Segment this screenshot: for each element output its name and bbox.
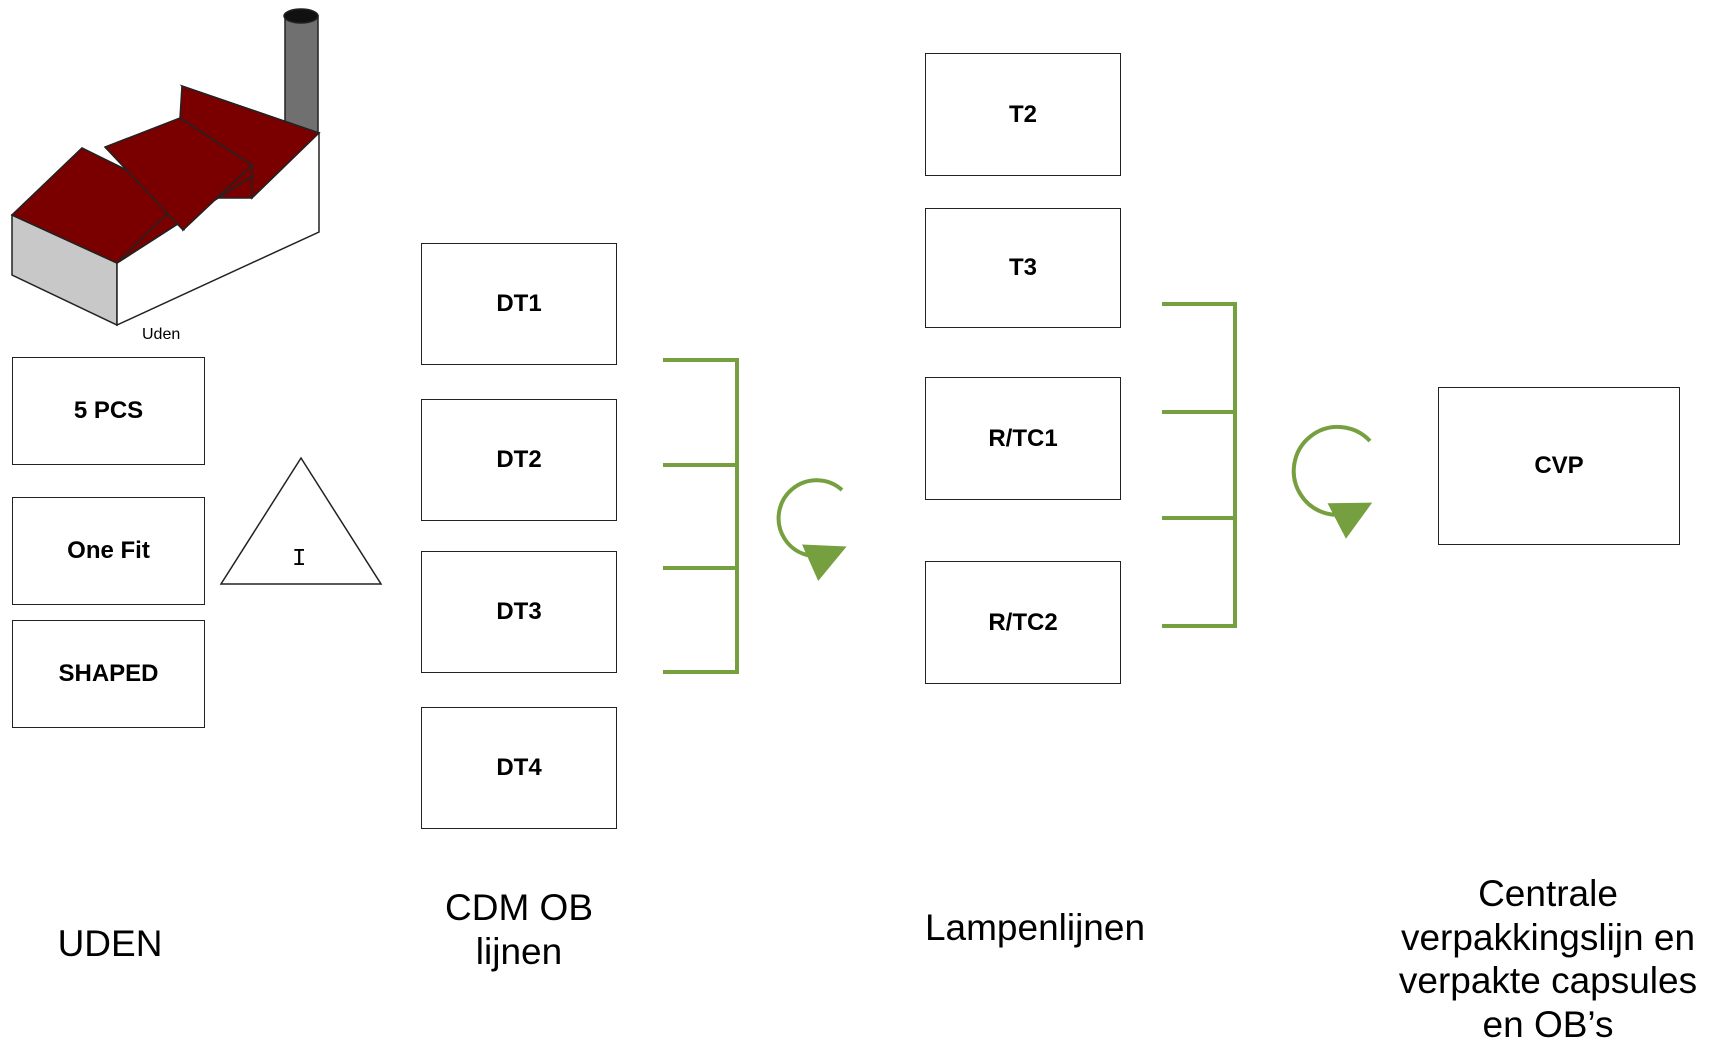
lamp-box-t2: T2 [925, 53, 1121, 176]
factory-label: Uden [142, 326, 180, 344]
caption-central: Centrale verpakkingslijn en verpakte cap… [1378, 872, 1718, 1047]
product-box-onefit: One Fit [12, 497, 205, 605]
product-box-shaped: SHAPED [12, 620, 205, 728]
caption-cdm: CDM OB lijnen [419, 886, 619, 973]
line-box-dt4: DT4 [421, 707, 617, 829]
factory-icon [12, 9, 319, 325]
factory-chimney-top [284, 9, 318, 23]
line-box-dt2: DT2 [421, 399, 617, 521]
cvp-box: CVP [1438, 387, 1680, 545]
bracket-connector-lamp [1162, 302, 1235, 628]
caption-cdm-line-1: CDM OB [419, 886, 619, 930]
caption-central-line-1: Centrale [1378, 872, 1718, 916]
inventory-label: I [292, 546, 306, 573]
caption-central-line-2: verpakkingslijn en [1378, 916, 1718, 960]
lamp-box-rtc2: R/TC2 [925, 561, 1121, 684]
caption-uden: UDEN [40, 922, 180, 966]
line-box-dt1: DT1 [421, 243, 617, 365]
factory-chimney [285, 16, 318, 136]
caption-cdm-line-2: lijnen [419, 930, 619, 974]
bracket-connector-cdm [663, 358, 737, 674]
caption-lamp: Lampenlijnen [900, 906, 1170, 950]
lamp-box-t3: T3 [925, 208, 1121, 328]
cycle-arrow-icon-2 [1294, 427, 1370, 515]
caption-central-line-3: verpakte capsules [1378, 959, 1718, 1003]
cycle-arrow-icon-1 [779, 480, 842, 556]
lamp-box-rtc1: R/TC1 [925, 377, 1121, 500]
caption-central-line-4: en OB’s [1378, 1003, 1718, 1047]
line-box-dt3: DT3 [421, 551, 617, 673]
product-box-5pcs: 5 PCS [12, 357, 205, 465]
